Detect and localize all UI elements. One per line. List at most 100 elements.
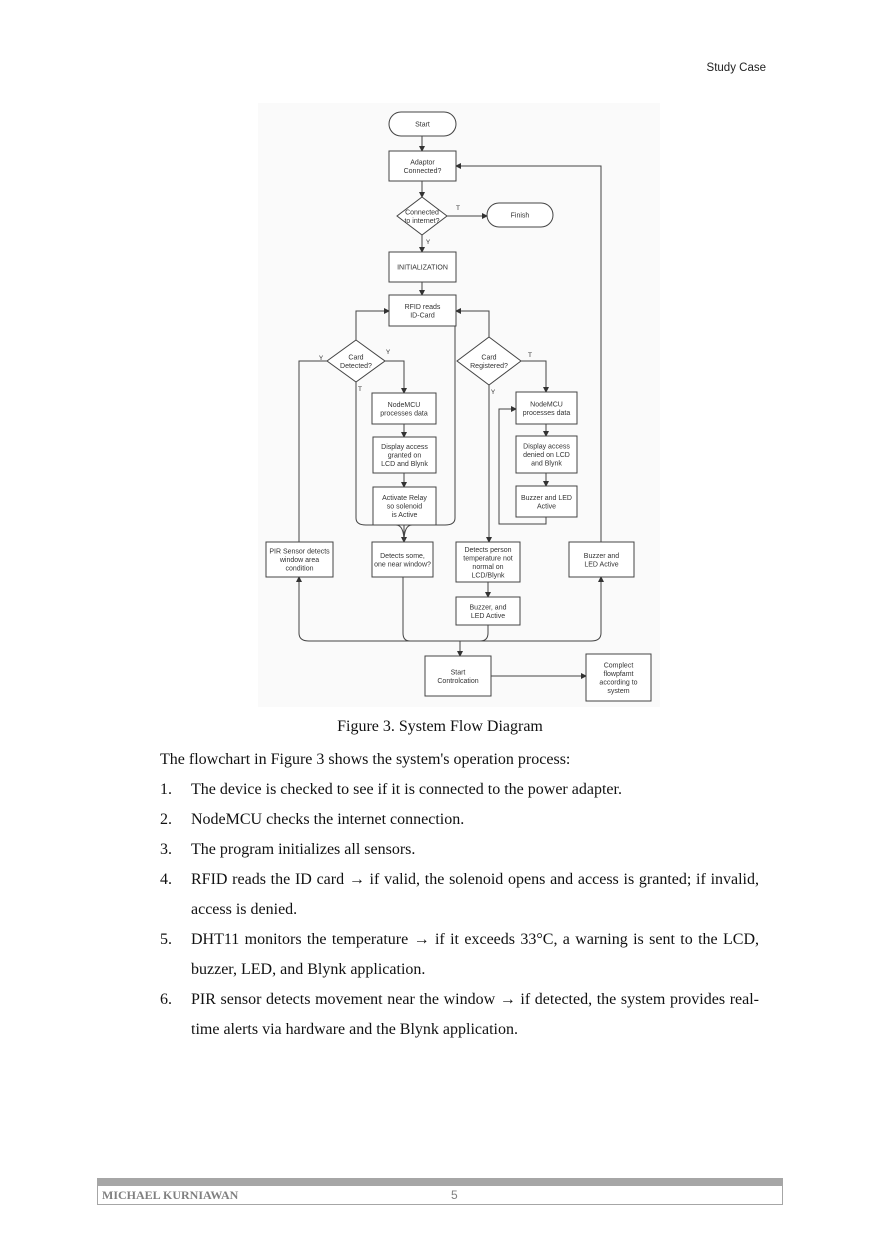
intro-paragraph: The flowchart in Figure 3 shows the syst…: [160, 751, 571, 768]
flowchart-node-label: LCD/Blynk: [471, 572, 505, 579]
flowchart-node-label: NodeMCU: [530, 401, 563, 408]
flowchart-connector: [402, 577, 411, 642]
flowchart-connector: [455, 308, 490, 337]
list-text: DHT11 monitors the temperature → if it e…: [191, 931, 759, 978]
flowchart-connector: [521, 360, 549, 393]
flowchart-node-label: ID-Card: [410, 312, 435, 319]
flowchart-node-label: condition: [285, 566, 313, 573]
flowchart-node-label: processes data: [523, 410, 571, 417]
flowchart-decision-card-detected: [326, 339, 386, 383]
flowchart-node-label: Start: [451, 669, 466, 676]
flowchart-node-label: to internet?: [404, 218, 439, 225]
flowchart-node-label: Connected: [405, 209, 439, 216]
flowchart-node-label: processes data: [380, 410, 428, 417]
flowchart-decision-internet: [396, 196, 448, 236]
list-number: 1.: [160, 781, 172, 798]
flowchart-node-label: system: [607, 688, 629, 695]
flowchart-box-init: [388, 251, 457, 283]
figure-caption: Figure 3. System Flow Diagram: [337, 718, 543, 735]
flowchart-node-label: Adaptor: [410, 159, 435, 166]
flowchart-box-display-denied: [515, 435, 578, 474]
list-item: 1. The device is checked to see if it is …: [160, 775, 759, 805]
flowchart-node-label: and Blynk: [531, 461, 562, 468]
flowchart-node-label: Complect: [604, 662, 634, 669]
running-header: Study Case: [706, 62, 766, 74]
flowchart-edge-label: Y: [386, 349, 391, 356]
flowchart-node-label: Display access: [381, 444, 428, 451]
flowchart-connector: [298, 576, 604, 642]
flowchart-node-label: so solenoid: [387, 504, 423, 511]
flowchart-box-start-control: [424, 655, 492, 697]
flowchart-node-label: NodeMCU: [388, 402, 421, 409]
list-number: 3.: [160, 841, 172, 858]
list-item: 5. DHT11 monitors the temperature → if it…: [160, 925, 759, 985]
flowchart-node-label: temperature not: [463, 555, 512, 562]
flowchart-node-label: Detected?: [340, 363, 372, 370]
flowchart-box-buzzer-right: [515, 485, 578, 518]
flowchart-node-label: Activate Relay: [382, 495, 427, 502]
flowchart-edge-label: Y: [319, 355, 324, 362]
flowchart-node-label: Detects person: [464, 547, 511, 554]
flowchart-box-buzzer-far-right: [568, 541, 635, 578]
flowchart-node-label: RFID reads: [405, 304, 441, 311]
flowchart-box-nodemcu-left: [371, 392, 437, 425]
list-item: 6.PIR sensor detects movement near the w…: [160, 985, 759, 1045]
flowchart-node-label: LED Active: [584, 561, 618, 568]
flowchart-box-temperature: [455, 541, 521, 583]
flowchart-box-buzzer-temp: [455, 596, 521, 626]
body-text: The flowchart in Figure 3 shows the syst…: [160, 745, 759, 1045]
list-number: 5.: [160, 931, 172, 948]
list-number: 2.: [160, 811, 172, 828]
list-number: 6.: [160, 991, 172, 1008]
list-item: 3.The program initializes all sensors.: [160, 835, 759, 865]
flowchart-node-label: Card: [348, 354, 363, 361]
flowchart-box-detects: [371, 541, 434, 578]
flowchart-box-rfid: [388, 294, 457, 327]
flowchart-node-label: denied on LCD: [523, 452, 570, 459]
footer-bar: [97, 1178, 783, 1186]
flowchart-node-label: Active: [537, 503, 556, 510]
flowchart-node-label: Buzzer and LED: [521, 495, 572, 502]
flowchart-node-label: window area: [279, 557, 319, 564]
flowchart-node-label: LCD and Blynk: [381, 461, 428, 468]
flowchart-edge-label: Y: [426, 239, 431, 246]
flowchart-node-label: normal on: [472, 564, 503, 571]
list-number: 4.: [160, 871, 172, 888]
flowchart-box-relay: [372, 486, 437, 526]
list-text: RFID reads the ID card → if valid, the s…: [191, 871, 759, 918]
flowchart-node-label: Finish: [511, 213, 530, 220]
flowchart-connector: [455, 163, 602, 542]
flowchart-decision-card-registered: [456, 336, 522, 386]
footer: MICHAEL KURNIAWAN 5: [97, 1186, 783, 1205]
list-text: NodeMCU checks the internet connection.: [191, 811, 465, 828]
flowchart-node-label: Card: [481, 354, 496, 361]
flowchart-node-label: according to: [599, 679, 637, 686]
flowchart-edge-label: T: [528, 352, 532, 359]
flowchart-node-label: granted on: [388, 453, 422, 460]
flowchart-connector: [403, 311, 456, 543]
list-item: 4. RFID reads the ID card → if valid, the…: [160, 865, 759, 925]
page-number: 5: [451, 1188, 458, 1202]
flowchart-connector: [355, 308, 390, 340]
flowchart-node-label: LED Active: [471, 613, 505, 620]
flowchart-node-label: is Active: [392, 512, 418, 519]
flowchart-node-label: Buzzer, and: [470, 604, 507, 611]
flowchart-box-nodemcu-right: [515, 391, 578, 425]
flowchart-edge-label: T: [456, 205, 460, 212]
flowchart-node-label: Display access: [523, 444, 570, 451]
flowchart-node-label: Registered?: [470, 363, 508, 370]
flowchart-node-label: PIR Sensor detects: [269, 549, 330, 556]
footer-author: MICHAEL KURNIAWAN: [102, 1188, 239, 1202]
flowchart-node-label: Connected?: [404, 168, 442, 175]
flowchart-connector: [498, 406, 547, 525]
flowchart-node-label: Detects some,: [380, 553, 425, 560]
flowchart-box-display-granted: [372, 436, 437, 474]
flowchart-node-label: flowpfamt: [604, 671, 634, 678]
list-text: The device is checked to see if it is co…: [191, 781, 622, 798]
flowchart-node-label: Buzzer and: [584, 553, 620, 560]
flowchart-terminal-start: [388, 111, 457, 137]
flowchart-connector: [385, 360, 407, 394]
flowchart-node-label: Start: [415, 122, 430, 129]
